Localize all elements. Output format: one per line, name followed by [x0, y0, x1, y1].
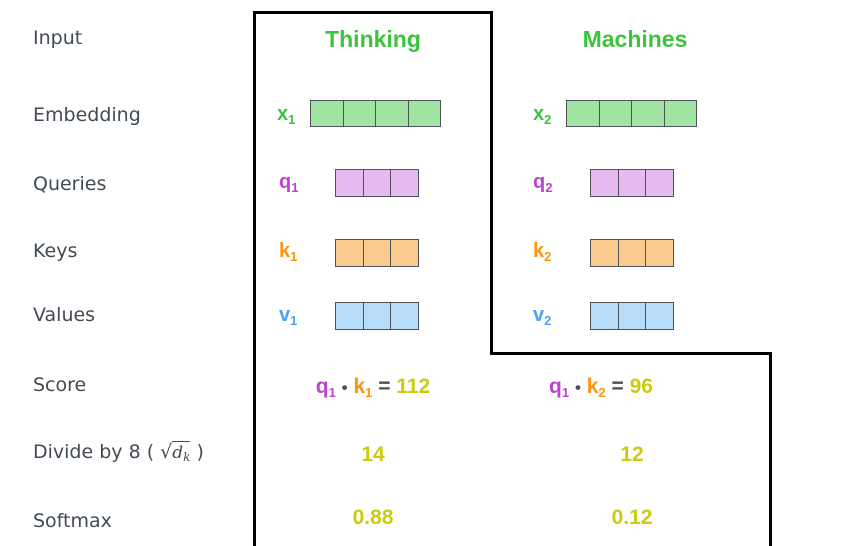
vector-cell — [336, 303, 363, 329]
x1-label: x1 — [277, 103, 296, 127]
divided-thinking: 14 — [361, 443, 385, 466]
column-header-thinking: Thinking — [325, 26, 421, 52]
vector-cell — [336, 170, 363, 196]
vector-cell — [390, 240, 418, 266]
score-thinking: q1 • k1 = 112 — [253, 375, 493, 400]
q1-vector — [335, 169, 419, 197]
box-border-step — [490, 352, 772, 355]
row-label-input: Input — [33, 27, 83, 49]
x1-vector — [310, 100, 441, 127]
k2-label: k2 — [533, 240, 552, 264]
box-border-top — [253, 11, 493, 14]
vector-cell — [362, 170, 390, 196]
box-border-outer-right — [769, 352, 772, 546]
vector-cell — [311, 101, 343, 126]
softmax-machines: 0.12 — [611, 506, 653, 529]
v1-vector — [335, 302, 419, 330]
box-border-left — [253, 11, 256, 546]
box-border-inner-right — [490, 11, 493, 355]
row-label-queries: Queries — [33, 173, 107, 195]
radical-sign: √ — [160, 441, 173, 463]
q2-label: q2 — [533, 171, 553, 195]
score-q-term: q1 — [315, 375, 336, 400]
q2-vector — [590, 169, 674, 197]
column-header-machines: Machines — [582, 26, 688, 52]
vector-cell — [591, 303, 618, 329]
equals-sign: = — [611, 375, 624, 398]
row-label-embedding: Embedding — [33, 104, 141, 126]
vector-cell — [362, 303, 390, 329]
vector-cell — [342, 101, 375, 126]
vector-cell — [591, 240, 618, 266]
q1-label: q1 — [279, 171, 299, 195]
vector-cell — [362, 240, 390, 266]
vector-cell — [336, 240, 363, 266]
vector-cell — [390, 303, 418, 329]
score-machines: q1 • k2 = 96 — [491, 375, 711, 400]
divide-dk: dk — [172, 441, 191, 464]
vector-cell — [598, 101, 631, 126]
vector-cell — [663, 101, 696, 126]
v2-vector — [590, 302, 674, 330]
row-label-keys: Keys — [33, 240, 78, 262]
score-result: 96 — [629, 375, 653, 398]
score-k-term: k2 — [586, 375, 606, 400]
v1-label: v1 — [279, 304, 298, 328]
vector-cell — [375, 101, 408, 126]
divide-prefix: Divide by 8 ( — [33, 441, 155, 463]
vector-cell — [617, 303, 645, 329]
vector-cell — [591, 170, 618, 196]
vector-cell — [645, 240, 673, 266]
divided-machines: 12 — [620, 443, 644, 466]
softmax-thinking: 0.88 — [352, 506, 394, 529]
v2-label: v2 — [533, 304, 552, 328]
score-k-term: k1 — [353, 375, 373, 400]
x2-vector — [566, 100, 697, 127]
vector-cell — [617, 240, 645, 266]
vector-cell — [645, 170, 673, 196]
row-label-divide: Divide by 8 ( √dk ) — [33, 441, 204, 463]
k2-vector — [590, 239, 674, 267]
divide-suffix: ) — [196, 441, 204, 463]
vector-cell — [567, 101, 599, 126]
k1-label: k1 — [279, 240, 298, 264]
vector-cell — [617, 170, 645, 196]
vector-cell — [645, 303, 673, 329]
dot-operator: • — [341, 378, 348, 397]
dot-operator: • — [574, 378, 581, 397]
vector-cell — [407, 101, 440, 126]
vector-cell — [390, 170, 418, 196]
vector-cell — [631, 101, 664, 126]
x2-label: x2 — [533, 103, 552, 127]
score-result: 112 — [396, 375, 431, 398]
k1-vector — [335, 239, 419, 267]
row-label-score: Score — [33, 374, 87, 396]
row-label-softmax: Softmax — [33, 510, 112, 532]
equals-sign: = — [378, 375, 391, 398]
row-label-values: Values — [33, 304, 96, 326]
score-q-term: q1 — [549, 375, 570, 400]
